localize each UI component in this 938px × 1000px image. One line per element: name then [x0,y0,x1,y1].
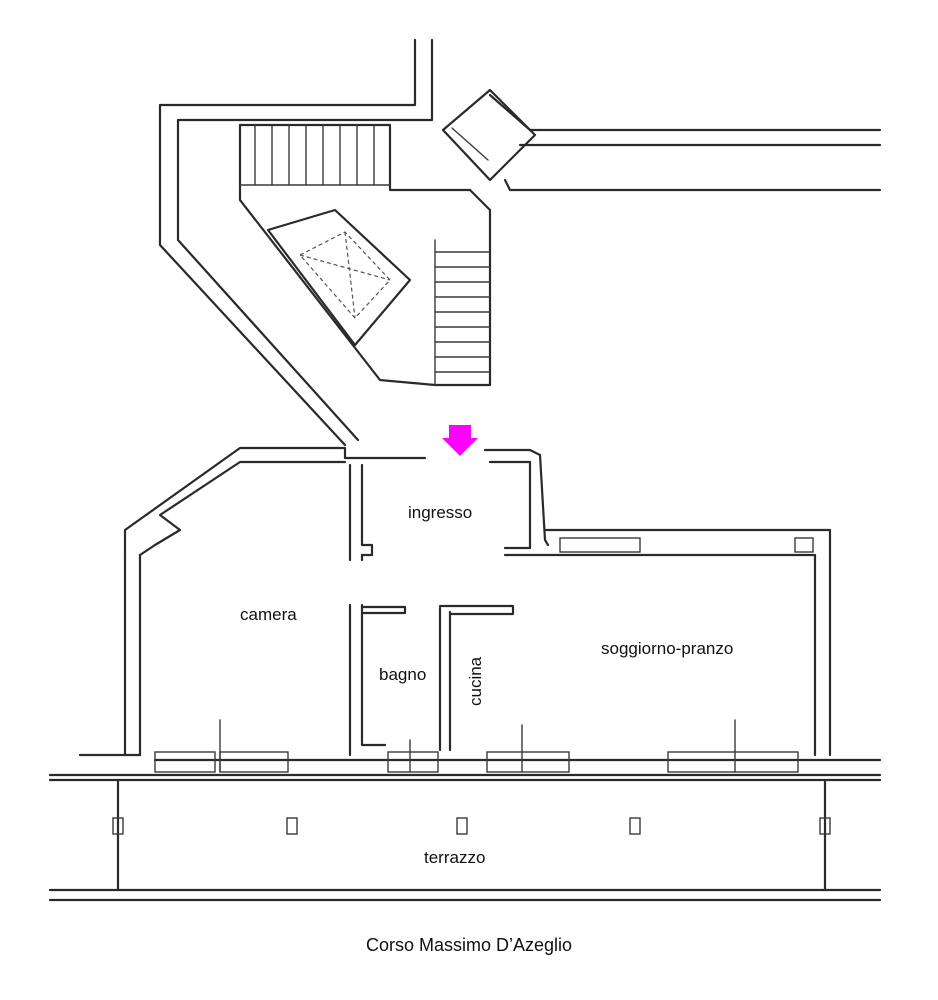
apartment-walls [48,446,882,777]
label-cucina: cucina [466,656,485,706]
label-terrazzo: terrazzo [424,848,485,867]
label-camera: camera [240,605,297,624]
label-bagno: bagno [379,665,426,684]
terrace [48,778,882,902]
label-ingresso: ingresso [408,503,472,522]
label-soggiorno-pranzo: soggiorno-pranzo [601,639,733,658]
street-name: Corso Massimo D’Azeglio [365,935,573,955]
staircase [158,38,882,447]
entrance-arrow-icon [442,425,478,456]
